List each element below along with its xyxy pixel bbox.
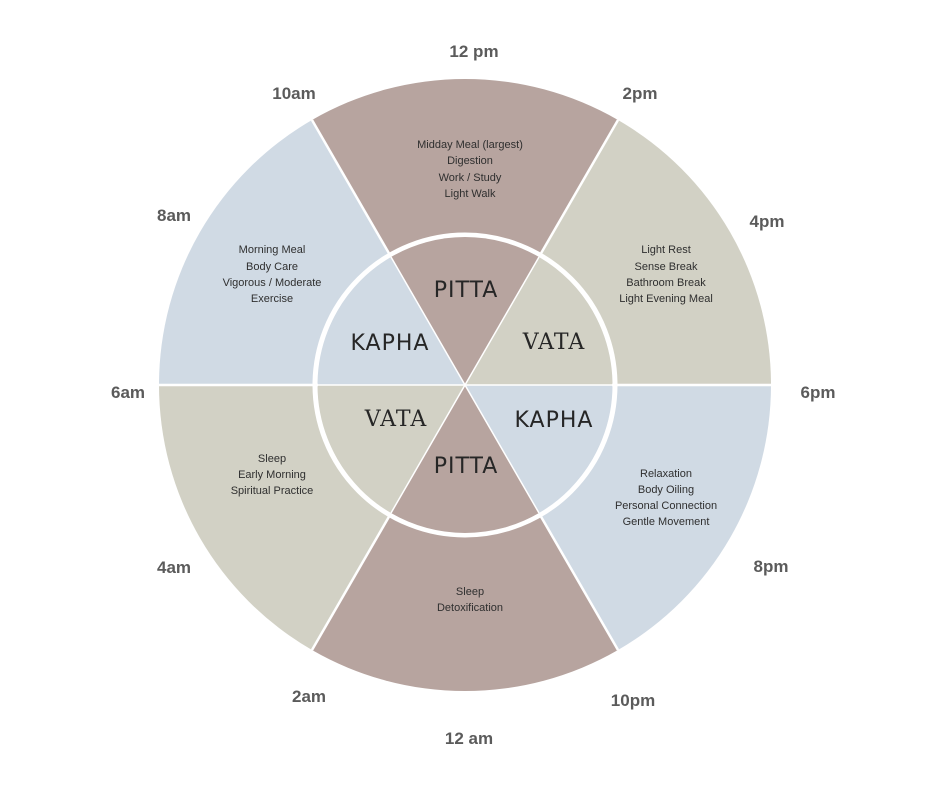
inner-segment-pitta-day [391,237,539,385]
activity-line: Digestion [447,155,493,167]
hour-label-2am: 2am [292,687,326,706]
hour-label-12am: 12 am [445,729,493,748]
inner-segment-vata-dawn [317,385,465,513]
activity-line: Sleep [456,586,484,598]
activity-line: Body Care [246,261,298,273]
activity-line: Spiritual Practice [231,485,314,497]
activity-line: Light Evening Meal [619,293,713,305]
activity-line: Detoxification [437,602,503,614]
activity-morning: Morning Meal Body Care Vigorous / Modera… [223,244,322,305]
dosha-label-pitta-night: PITTA [434,454,499,479]
activity-evening: Relaxation Body Oiling Personal Connecti… [615,468,717,528]
activity-line: Sleep [258,453,286,465]
inner-dividers [318,256,612,514]
hour-label-6am: 6am [111,383,145,402]
inner-segment-kapha-evening [465,385,613,513]
hour-labels: 12 pm 2pm 4pm 6pm 8pm 10pm 12 am 2am 4am… [111,42,836,748]
dosha-label-kapha-evening: KAPHA [515,408,594,433]
hour-label-10am: 10am [272,84,315,103]
segment-night-pitta [312,385,618,691]
hour-label-12pm: 12 pm [449,42,498,61]
activity-line: Midday Meal (largest) [417,139,523,151]
activity-line: Exercise [251,293,293,305]
activity-line: Body Oiling [638,484,694,496]
dosha-labels: PITTA VATA KAPHA PITTA VATA KAPHA [351,278,594,479]
activity-line: Bathroom Break [626,277,706,289]
activity-afternoon: Light Rest Sense Break Bathroom Break Li… [619,244,713,305]
hour-label-4pm: 4pm [750,212,785,231]
activity-line: Personal Connection [615,500,717,512]
activity-line: Work / Study [439,172,502,184]
hour-label-2pm: 2pm [623,84,658,103]
inner-ring-border [312,232,618,538]
activity-line: Light Walk [445,188,496,200]
hour-label-10pm: 10pm [611,691,655,710]
segment-midday-pitta [312,79,618,385]
dosha-label-vata-dawn: VATA [364,407,428,432]
inner-segment-vata-afternoon [465,257,613,385]
hour-label-8am: 8am [157,206,191,225]
activity-line: Light Rest [641,244,691,256]
activity-line: Relaxation [640,468,692,480]
activity-night: Sleep Detoxification [437,586,503,614]
dosha-label-vata-afternoon: VATA [522,330,586,355]
inner-circle [317,237,613,533]
activity-line: Morning Meal [239,244,306,256]
activity-midday: Midday Meal (largest) Digestion Work / S… [417,139,523,200]
dosha-label-pitta-day: PITTA [434,278,499,303]
activity-line: Sense Break [635,261,698,273]
activity-early-morning: Sleep Early Morning Spiritual Practice [231,453,314,497]
hour-label-4am: 4am [157,558,191,577]
activity-line: Early Morning [238,469,306,481]
activity-line: Vigorous / Moderate [223,277,322,289]
hour-label-8pm: 8pm [754,557,789,576]
hour-label-6pm: 6pm [801,383,836,402]
inner-segment-kapha-morning [317,257,465,385]
dosha-label-kapha-morning: KAPHA [351,331,430,356]
inner-segment-pitta-night [391,385,539,533]
activity-line: Gentle Movement [623,516,710,528]
